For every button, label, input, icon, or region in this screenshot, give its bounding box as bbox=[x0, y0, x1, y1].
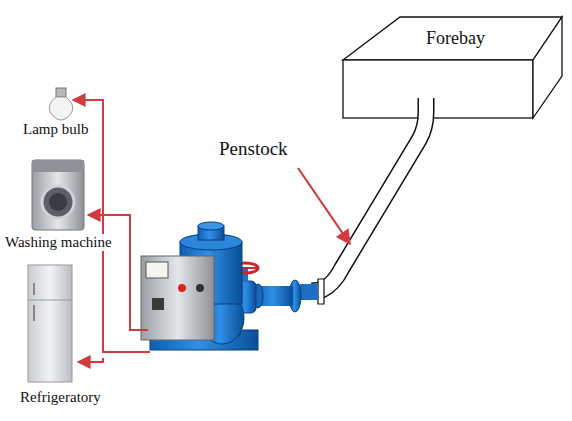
appliance-label: Refrigeratory bbox=[18, 389, 103, 406]
part-label: Penstock bbox=[217, 138, 290, 160]
power-wire bbox=[73, 100, 150, 362]
appliance-label: Lamp bulb bbox=[21, 121, 90, 138]
lamp-icon bbox=[49, 88, 73, 120]
penstock-pipe bbox=[312, 98, 426, 304]
reservoir-box: Forebay bbox=[422, 24, 489, 53]
appliance-label: Washing machine bbox=[3, 234, 114, 251]
forebay-box bbox=[343, 17, 562, 118]
washing-machine-icon bbox=[32, 160, 84, 230]
node-title: Forebay bbox=[426, 28, 485, 49]
turbine-generator bbox=[141, 222, 318, 350]
refrigerator-icon bbox=[28, 265, 72, 382]
leader-arrow bbox=[298, 168, 350, 244]
